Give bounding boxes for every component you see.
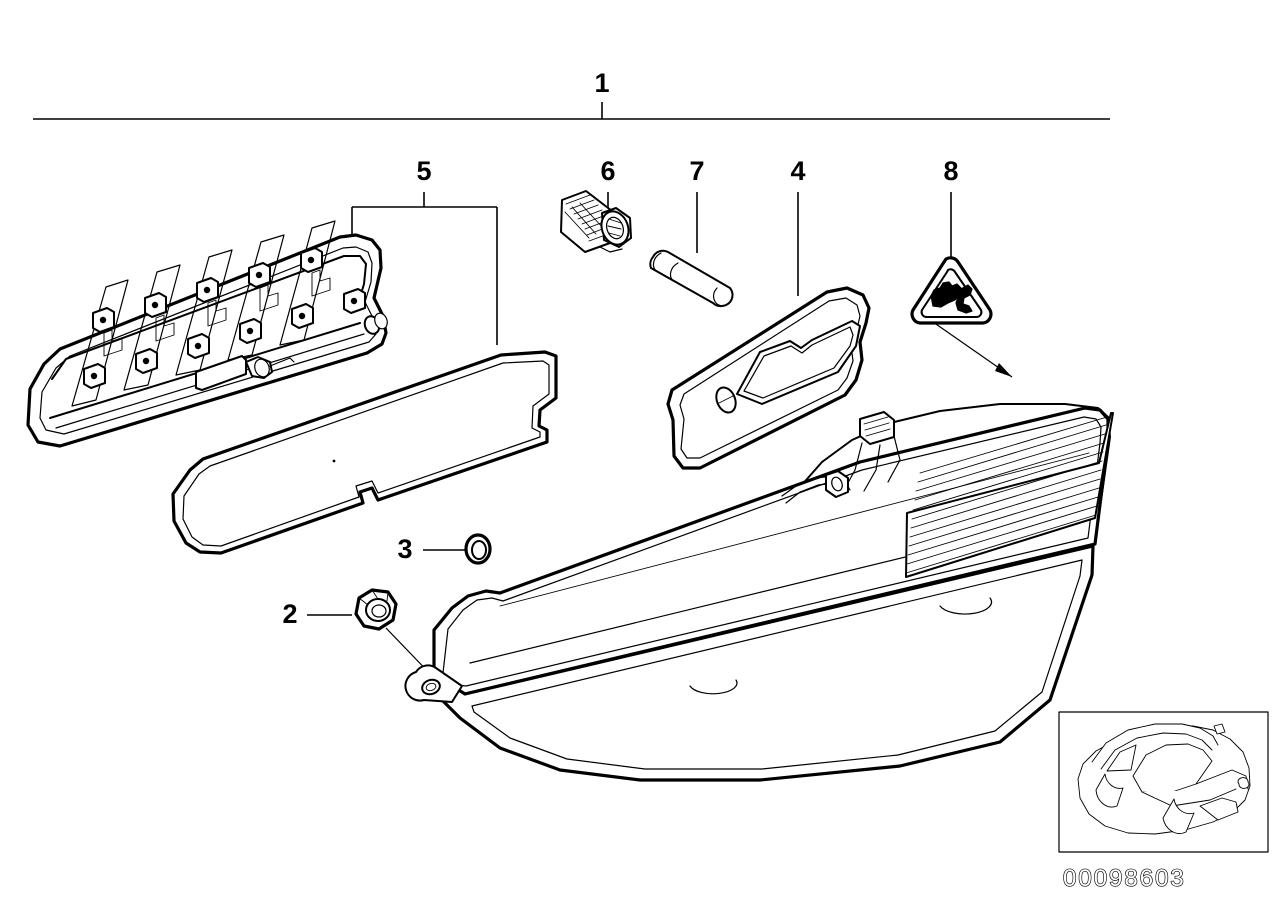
- diagram-id-number: 00098603: [1063, 865, 1186, 892]
- carrier-end-tab: [363, 312, 388, 335]
- lens-reflector-panel: [905, 412, 1114, 578]
- callout-1-leader: [33, 102, 1110, 120]
- part-tail-light-assembly: [404, 403, 1114, 782]
- lens-connector-block: [842, 411, 901, 493]
- warning-triangle-hand-icon: [910, 256, 993, 325]
- callout-label-7[interactable]: 7: [689, 156, 704, 186]
- callout-label-8[interactable]: 8: [943, 156, 958, 186]
- part-hex-nut: [354, 588, 398, 631]
- carrier-socket-boss-lower: [92, 247, 323, 333]
- part-bulb: [649, 249, 734, 308]
- part-grommet-washer: [464, 533, 492, 565]
- callout-8-leader: [932, 192, 1013, 378]
- callout-5-leader: [351, 192, 498, 345]
- mounting-stud-hole: [404, 664, 463, 703]
- callout-label-6[interactable]: 6: [600, 156, 615, 186]
- lens-wiring-detail: [781, 470, 851, 504]
- callout-label-1[interactable]: 1: [594, 68, 609, 98]
- car-outline-icon: [1077, 723, 1251, 835]
- callout-label-5[interactable]: 5: [416, 156, 431, 186]
- part-light-gasket: [666, 286, 871, 470]
- carrier-socket-boss: [83, 288, 366, 389]
- part-bulb-socket: [560, 190, 632, 253]
- callout-label-3[interactable]: 3: [397, 534, 412, 564]
- part-bulb-carrier: [26, 220, 388, 448]
- vehicle-thumbnail: [1058, 711, 1269, 853]
- callout-label-4[interactable]: 4: [790, 156, 805, 186]
- part-carrier-seal: [171, 350, 558, 555]
- callout-label-2[interactable]: 2: [282, 599, 297, 629]
- carrier-connector-spur: [195, 355, 295, 391]
